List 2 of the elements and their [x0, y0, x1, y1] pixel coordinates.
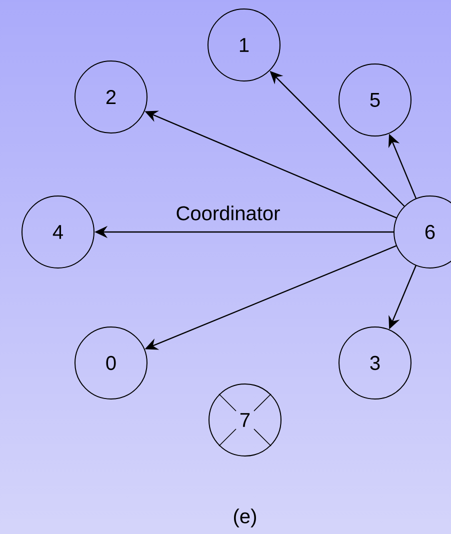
- label: Coordinator: [176, 206, 280, 220]
- caption: (e): [234, 508, 256, 528]
